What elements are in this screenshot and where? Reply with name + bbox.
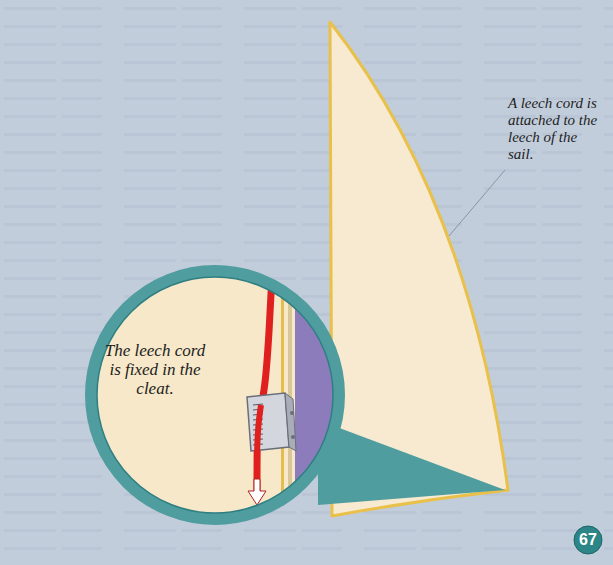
pull-arrow <box>248 479 266 505</box>
leech-cord <box>257 275 272 500</box>
badge-circle <box>574 526 602 554</box>
magnifier-ring <box>91 271 339 519</box>
callout-circle: The leech cord is fixed in the cleat. <box>85 265 345 525</box>
leech-cord-in-cleat <box>257 405 261 455</box>
cleat <box>247 393 296 451</box>
sail-part-note: A leech cord is attached to the leech of… <box>508 95 606 163</box>
callout-text: The leech cord is fixed in the cleat. <box>103 341 207 398</box>
page-number-badge: 67 <box>573 525 603 555</box>
magnifier-ring-inner <box>97 277 333 513</box>
magnifier-shape <box>85 265 345 525</box>
leader-line <box>449 170 505 236</box>
callout-pointer <box>318 420 505 505</box>
page-number: 67 <box>573 525 603 555</box>
